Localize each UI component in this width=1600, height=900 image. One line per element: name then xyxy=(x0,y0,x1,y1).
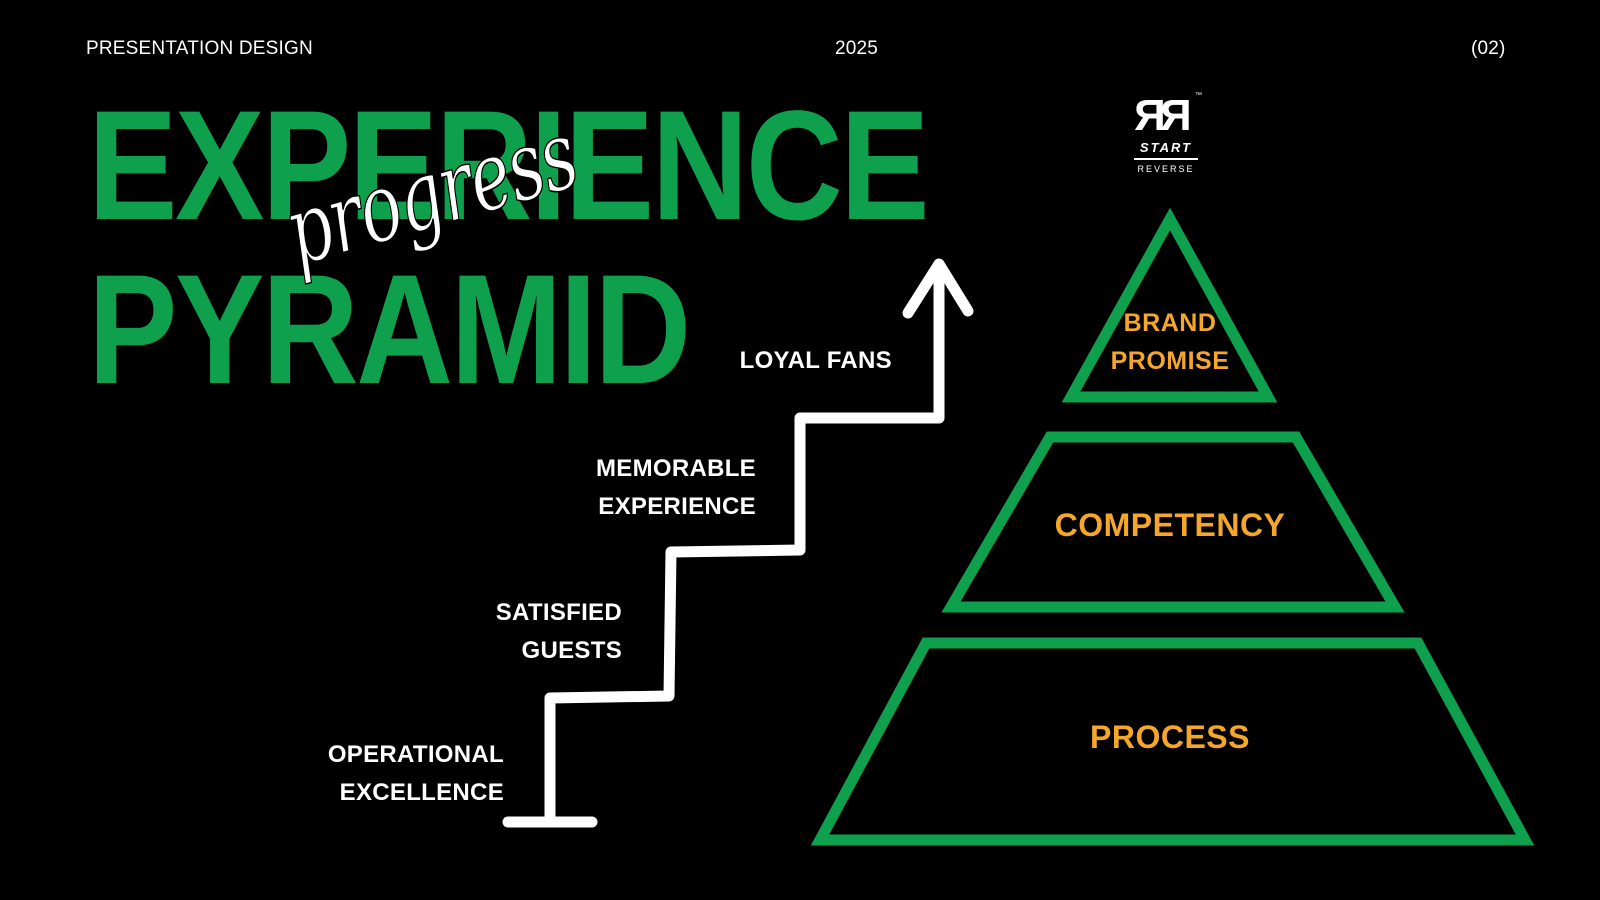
step-label-satisfied-guests: SATISFIED GUESTS xyxy=(496,594,622,670)
step-label-line: MEMORABLE xyxy=(595,455,756,482)
pyramid xyxy=(810,207,1535,846)
pyramid-label-competency: COMPETENCY xyxy=(970,506,1370,544)
title-line-1: EXPERIENCE xyxy=(88,79,930,253)
header-left-label: PRESENTATION DESIGN xyxy=(86,38,313,59)
step-label-loyal-fans: LOYAL FANS xyxy=(740,342,892,380)
pyramid-label-process: PROCESS xyxy=(970,718,1370,756)
step-label-line: EXCELLENCE xyxy=(339,779,504,806)
pyramid-label-line: PROCESS xyxy=(1090,719,1250,755)
step-label-line: EXPERIENCE xyxy=(598,493,756,520)
step-label-operational-excellence: OPERATIONAL EXCELLENCE xyxy=(328,736,504,812)
stair-path xyxy=(544,260,945,826)
staircase-arrow-icon xyxy=(502,258,974,828)
pyramid-label-line: BRAND xyxy=(1123,309,1217,337)
step-label-line: LOYAL FANS xyxy=(739,347,892,374)
title-line-2: PYRAMID xyxy=(88,243,691,417)
header-year: 2025 xyxy=(835,38,879,59)
pyramid-label-line: COMPETENCY xyxy=(1054,507,1286,543)
pyramid-tier-middle xyxy=(941,431,1405,613)
header-page-number: (02) xyxy=(1471,38,1506,59)
step-label-line: SATISFIED xyxy=(495,599,622,626)
pyramid-label-line: PROMISE xyxy=(1110,347,1230,375)
step-label-memorable-experience: MEMORABLE EXPERIENCE xyxy=(596,450,756,526)
logo-subtitle: REVERSE xyxy=(1137,164,1195,174)
step-label-line: GUESTS xyxy=(521,637,622,664)
brand-logo: RR ™ START REVERSE xyxy=(1130,91,1202,174)
pyramid-label-brand-promise: BRAND PROMISE xyxy=(1070,304,1270,380)
step-label-line: OPERATIONAL xyxy=(327,741,504,768)
pyramid-tier-bottom xyxy=(810,637,1535,846)
stair-arrow-head xyxy=(902,258,974,319)
logo-trademark: ™ xyxy=(1195,92,1202,99)
pyramid-tier-top xyxy=(1061,207,1278,403)
logo-word: START xyxy=(1134,140,1198,160)
